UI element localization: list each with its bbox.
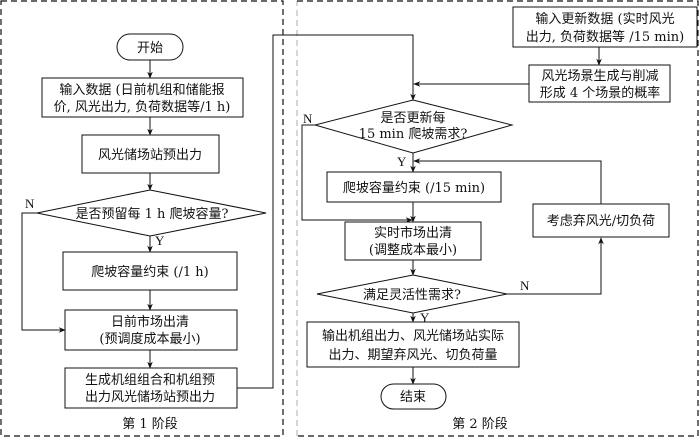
stage2-panel	[297, 0, 699, 437]
decision-update-line2: 15 min 爬坡需求?	[359, 127, 468, 142]
output-line2: 出力、期望弃风光、切负荷量	[328, 347, 497, 363]
scenario-line2: 形成 4 个场景的概率	[540, 85, 661, 101]
start-node: 开始	[116, 33, 184, 61]
realtime-clearing-line1: 实时市场出清	[374, 225, 452, 241]
ramp-constraint-1h-box: 爬坡容量约束 (/1 h)	[62, 251, 238, 291]
input-data-box: 输入数据 (日前机组和储能报 价, 风光出力, 负荷数据等/1 h)	[41, 77, 244, 118]
decision-flex-label: 满足灵活性需求?	[363, 288, 461, 303]
end-label: 结束	[400, 390, 426, 405]
stage1-panel	[0, 0, 284, 437]
dayahead-clearing-line1: 日前市场出清	[111, 314, 189, 330]
preoutput-box: 风光储场站预出力	[81, 134, 220, 174]
realtime-clearing-line2: (调整成本最小)	[369, 243, 457, 258]
decision-ramp-label: 是否预留每 1 h 爬坡容量?	[75, 206, 228, 222]
ramp-constraint-1h-label: 爬坡容量约束 (/1 h)	[91, 264, 208, 280]
curtail-label: 考虑弃风光/切负荷	[547, 214, 655, 229]
yes-label: Y	[155, 233, 165, 248]
realtime-clearing-box: 实时市场出清 (调整成本最小)	[344, 221, 482, 261]
dayahead-clearing-line2: (预调度成本最小)	[99, 331, 200, 347]
scenario-line1: 风光场景生成与削减	[541, 69, 658, 84]
stage-connector-arrow	[237, 34, 416, 389]
yes-label: Y	[397, 154, 407, 169]
generate-line2: 出力风光储场站预出力	[85, 390, 215, 405]
end-node: 结束	[380, 383, 447, 410]
ramp-constraint-15min-label: 爬坡容量约束 (/15 min)	[343, 180, 485, 196]
no-branch-arrow	[21, 212, 66, 333]
output-box: 输出机组出力、风光储场站实际 出力、期望弃风光、切负荷量	[306, 321, 520, 368]
loop-back-arrow	[413, 158, 602, 204]
yes-label: Y	[420, 310, 430, 325]
generate-box: 生成机组组合和机组预 出力风光储场站预出力	[64, 367, 238, 409]
no-branch-arrow	[301, 124, 413, 223]
start-label: 开始	[137, 41, 163, 56]
decision-update-ramp: 是否更新每 15 min 爬坡需求?	[313, 99, 514, 154]
stage2-label: 第 2 阶段	[452, 417, 508, 432]
output-line1: 输出机组出力、风光储场站实际	[322, 328, 504, 344]
input-data-line2: 价, 风光出力, 负荷数据等/1 h)	[54, 99, 231, 115]
decision-update-line1: 是否更新每	[380, 110, 445, 126]
input-update-box: 输入更新数据 (实时风光 出力, 负荷数据等 /15 min)	[512, 6, 698, 48]
input-update-line1: 输入更新数据 (实时风光	[535, 11, 674, 27]
input-update-line2: 出力, 负荷数据等 /15 min)	[526, 29, 684, 45]
decision-flexibility: 满足灵活性需求?	[316, 274, 508, 314]
preoutput-label: 风光储场站预出力	[98, 148, 202, 163]
scenario-box: 风光场景生成与削减 形成 4 个场景的概率	[528, 64, 671, 103]
input-data-line1: 输入数据 (日前机组和储能报	[59, 82, 224, 98]
curtail-box: 考虑弃风光/切负荷	[532, 203, 670, 238]
decision-ramp-reserve: 是否预留每 1 h 爬坡容量?	[36, 189, 267, 237]
generate-line1: 生成机组组合和机组预	[85, 373, 215, 388]
dayahead-clearing-box: 日前市场出清 (预调度成本最小)	[64, 309, 238, 351]
no-branch-arrow	[507, 237, 604, 295]
no-label: N	[303, 111, 313, 126]
no-label: N	[25, 196, 35, 211]
no-label: N	[520, 278, 530, 293]
stage1-label: 第 1 阶段	[122, 417, 178, 432]
ramp-constraint-15min-box: 爬坡容量约束 (/15 min)	[326, 171, 502, 203]
